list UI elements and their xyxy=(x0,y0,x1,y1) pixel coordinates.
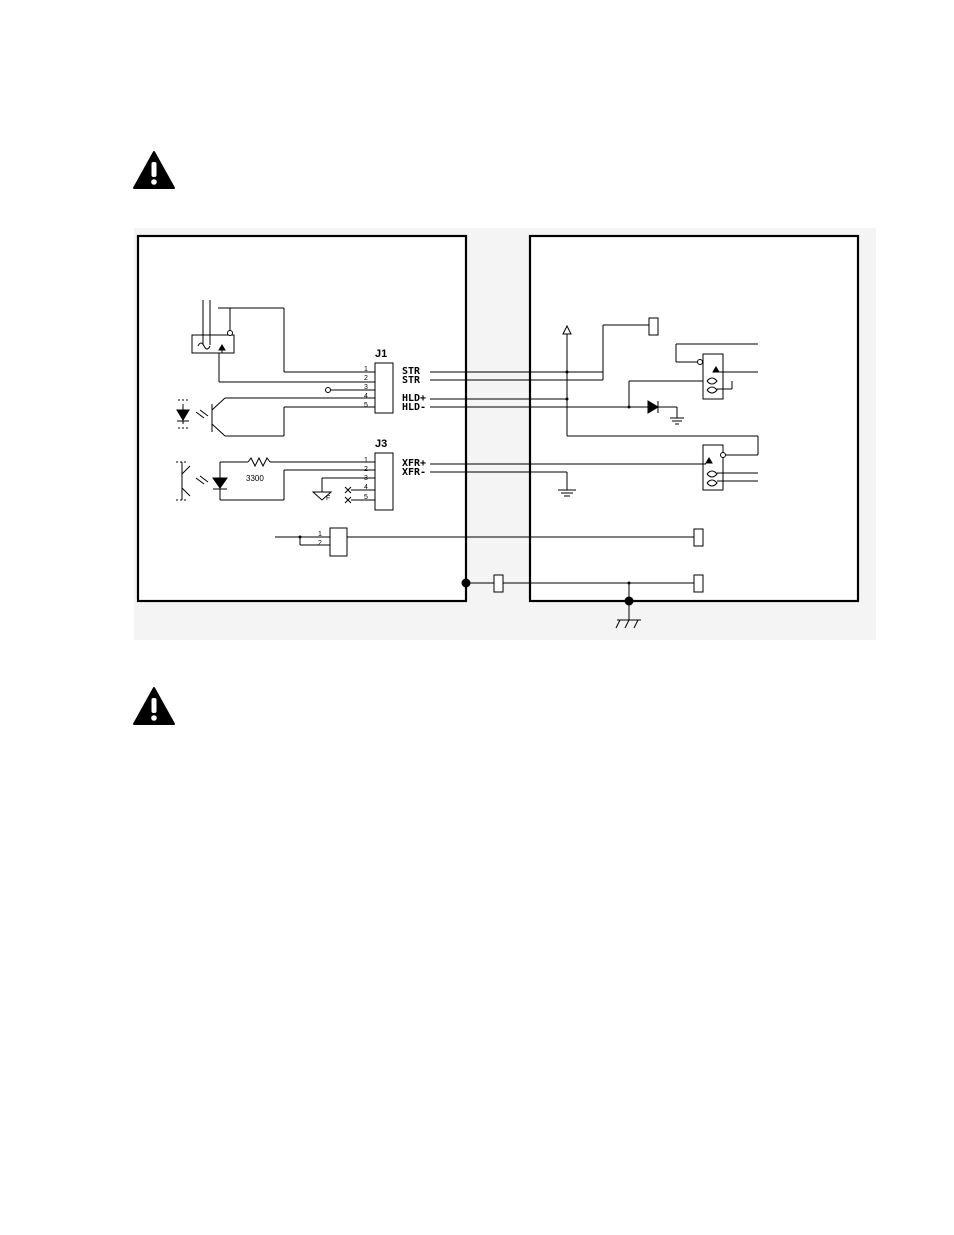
j1-pin-4: 4 xyxy=(364,393,368,400)
ground-label: F xyxy=(326,495,330,502)
resistor-value: 3300 xyxy=(246,474,264,483)
j1-pin-3: 3 xyxy=(364,384,368,391)
j1-pin-2: 2 xyxy=(364,375,368,382)
j1-signal-hld-minus: HLD- xyxy=(402,402,426,413)
aux-connector xyxy=(329,527,348,557)
j3-pin-3: 3 xyxy=(364,475,368,482)
j3-signal-xfr-minus: XFR- xyxy=(402,467,426,478)
j1-connector xyxy=(374,362,394,414)
terminal-top xyxy=(648,317,659,336)
terminal-right-2 xyxy=(693,574,704,593)
j3-pin-1: 1 xyxy=(364,457,368,464)
aux-pin-1: 1 xyxy=(318,531,322,538)
j1-pin-1: 1 xyxy=(364,366,368,373)
j3-pin-5: 5 xyxy=(364,494,368,501)
j1-pin-5: 5 xyxy=(364,402,368,409)
j3-pin-2: 2 xyxy=(364,466,368,473)
warning-triangle-icon xyxy=(133,687,175,725)
j3-signal-xfr-plus: XFR+ xyxy=(402,458,426,469)
j3-label: J3 xyxy=(375,438,387,450)
j1-signal-str-2: STR xyxy=(402,375,421,386)
chassis-ground-symbol xyxy=(615,619,641,629)
j1-signal-hld-plus: HLD+ xyxy=(402,393,426,404)
j3-connector xyxy=(374,452,394,511)
terminal-right-1 xyxy=(693,528,704,547)
j1-signal-str-1: STR xyxy=(402,366,421,377)
ferrite-bead xyxy=(493,574,504,593)
junction-dot xyxy=(624,596,634,606)
resistor xyxy=(247,456,271,468)
relay-contact-block xyxy=(191,334,235,354)
warning-triangle-icon xyxy=(133,151,175,189)
left-enclosure xyxy=(136,234,468,603)
j1-label: J1 xyxy=(375,348,387,360)
j3-pin-4: 4 xyxy=(364,484,368,491)
junction-dot xyxy=(461,578,471,588)
aux-pin-2: 2 xyxy=(318,540,322,547)
relay-right-1 xyxy=(702,353,724,400)
relay-right-2 xyxy=(702,444,724,491)
